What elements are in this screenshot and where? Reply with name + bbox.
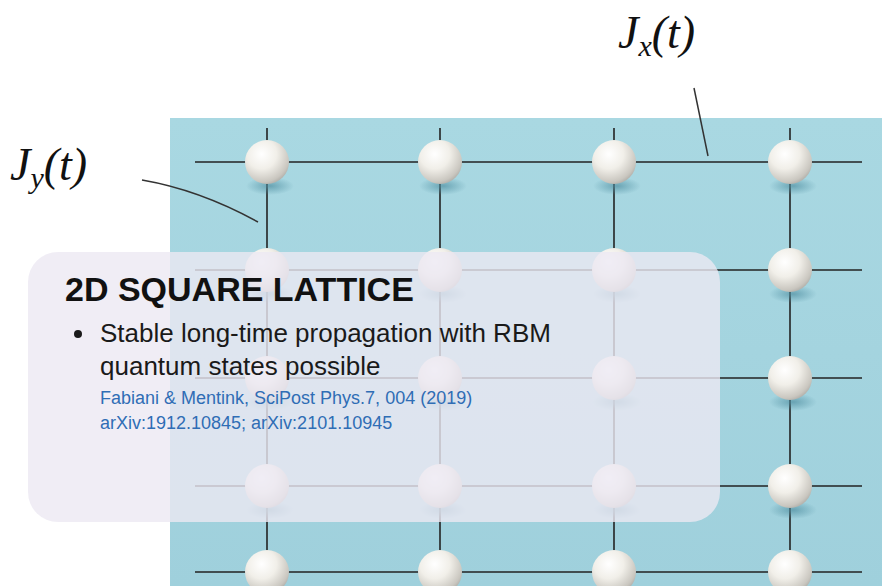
pearl-sphere [245, 140, 289, 184]
pearl-sphere [418, 140, 462, 184]
pearl-sphere [768, 356, 812, 400]
pearl-sphere [768, 464, 812, 508]
reference-text: Fabiani & Mentink, SciPost Phys.7, 004 (… [100, 387, 680, 410]
bond-line [195, 571, 862, 573]
bullet-text: Stable long-time propagation with RBM qu… [100, 317, 600, 383]
pearl-sphere [418, 550, 462, 586]
leader-line [142, 180, 258, 222]
pearl-sphere [592, 140, 636, 184]
coupling-label: Jx(t) [618, 10, 695, 56]
panel-heading: 2D SQUARE LATTICE [65, 270, 705, 309]
overlay-panel: 2D SQUARE LATTICE Stable long-time propag… [28, 252, 720, 522]
coupling-label: Jy(t) [10, 142, 87, 188]
pearl-sphere [768, 140, 812, 184]
bullet-dot [74, 330, 82, 338]
pearl-sphere [592, 550, 636, 586]
leader-line [694, 88, 708, 156]
pearl-sphere [768, 550, 812, 586]
pearl-sphere [768, 248, 812, 292]
reference-text: arXiv:1912.10845; arXiv:2101.10945 [100, 412, 680, 435]
pearl-sphere [245, 550, 289, 586]
bond-line [195, 161, 862, 163]
